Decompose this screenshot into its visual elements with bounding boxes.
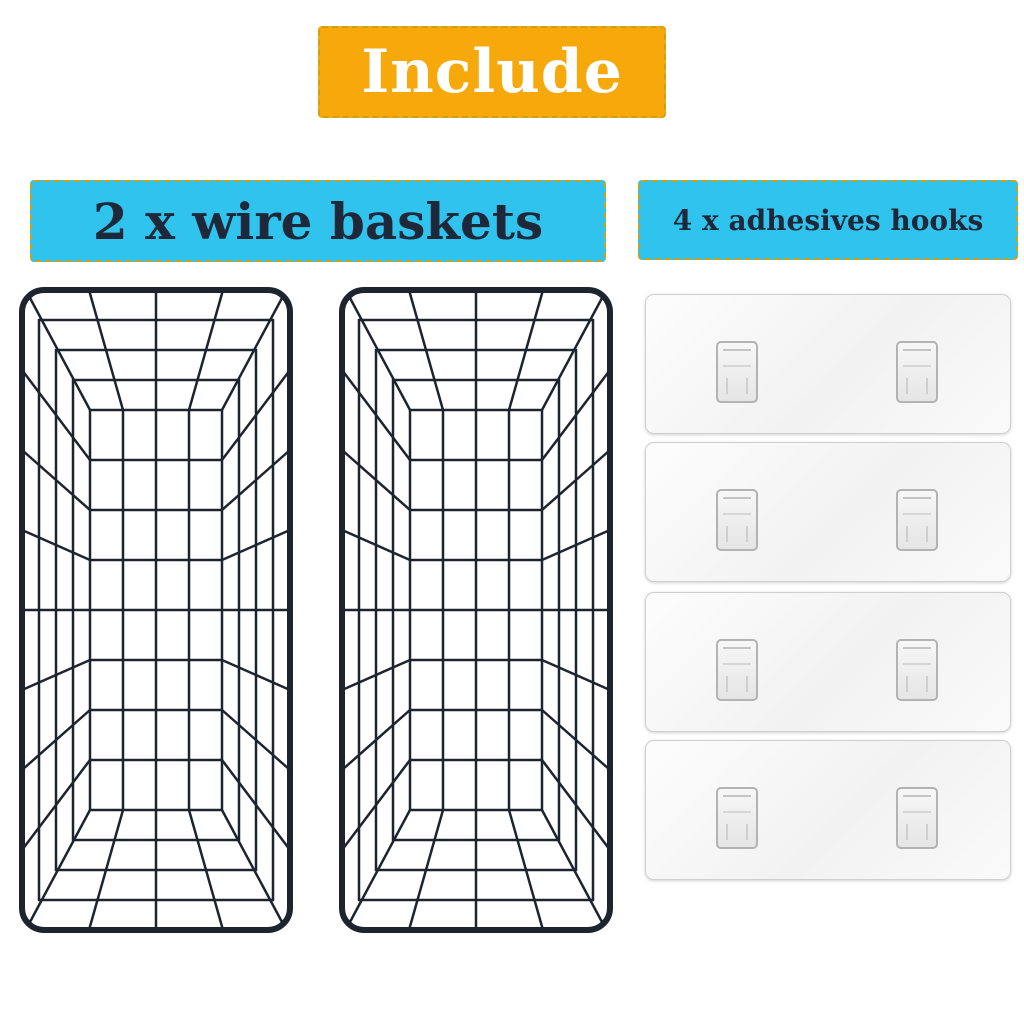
wire-baskets-banner: 2 x wire baskets xyxy=(30,180,606,262)
adhesive-hook-strip xyxy=(645,442,1011,582)
include-title: Include xyxy=(361,37,623,107)
hook-clip xyxy=(716,489,758,551)
adhesive-hooks-banner: 4 x adhesives hooks xyxy=(638,180,1018,260)
adhesive-hook-strip xyxy=(645,740,1011,880)
wire-basket-image xyxy=(19,287,293,933)
hook-clip xyxy=(896,639,938,701)
adhesive-hooks-label: 4 x adhesives hooks xyxy=(672,203,984,237)
adhesive-hook-strip xyxy=(645,294,1011,434)
adhesive-hook-strip xyxy=(645,592,1011,732)
hook-clip xyxy=(716,639,758,701)
hook-clip xyxy=(716,341,758,403)
include-banner: Include xyxy=(318,26,666,118)
hook-clip xyxy=(716,787,758,849)
hook-clip xyxy=(896,787,938,849)
hook-clip xyxy=(896,341,938,403)
wire-baskets-label: 2 x wire baskets xyxy=(92,191,544,251)
wire-basket-image xyxy=(339,287,613,933)
hook-clip xyxy=(896,489,938,551)
